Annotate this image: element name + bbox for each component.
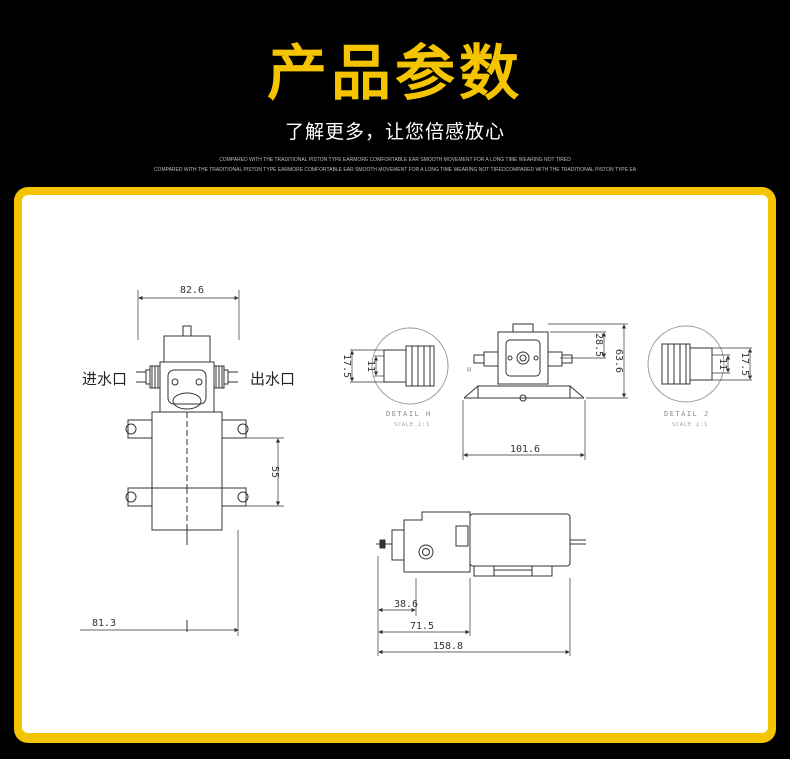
detail-j-scale: SCALE 2:1 bbox=[672, 422, 708, 428]
detail-h-dim-17-5: 17.5 bbox=[341, 354, 352, 378]
dim-71-5: 71.5 bbox=[410, 621, 434, 632]
top-view bbox=[463, 323, 585, 402]
inlet-nozzle bbox=[136, 369, 150, 385]
front-dimensions bbox=[80, 290, 284, 636]
dim-55: 55 bbox=[269, 466, 280, 478]
detail-h-scale: SCALE 2:1 bbox=[394, 422, 430, 428]
english-caption-1: COMPARED WITH THE TRADITIONAL PISTON TYP… bbox=[219, 157, 571, 163]
detail-h-thread bbox=[405, 345, 435, 387]
top-view-base bbox=[477, 385, 571, 399]
dim-158-8: 158.8 bbox=[433, 641, 463, 652]
side-view bbox=[376, 511, 586, 577]
side-feet bbox=[473, 566, 553, 577]
outlet-nozzle bbox=[224, 369, 238, 385]
top-fitting bbox=[182, 325, 192, 337]
detail-j-circle bbox=[647, 325, 725, 403]
detail-h-circle bbox=[371, 327, 449, 405]
detail-j-barb bbox=[689, 347, 713, 381]
inlet-label: 进水口 bbox=[82, 370, 127, 388]
dim-38-6: 38.6 bbox=[394, 599, 418, 610]
detail-h-barb bbox=[383, 349, 407, 383]
detail-j-dim-17-5: 17.5 bbox=[739, 352, 750, 376]
page-title: 产品参数 bbox=[267, 39, 523, 109]
pump-head bbox=[163, 335, 211, 363]
detail-j bbox=[647, 325, 753, 403]
side-dimensions bbox=[377, 556, 571, 656]
dim-63-6: 63.6 bbox=[613, 349, 624, 373]
marker-h: H bbox=[467, 366, 473, 374]
side-motor bbox=[469, 513, 571, 567]
detail-h-dim-11: 11 bbox=[365, 360, 376, 372]
dim-101-6: 101.6 bbox=[510, 444, 540, 455]
detail-j-label: DETAIL J bbox=[664, 410, 710, 418]
outlet-label: 出水口 bbox=[250, 370, 295, 388]
chamber-window bbox=[167, 369, 207, 405]
chamber-oval bbox=[172, 392, 202, 410]
detail-j-dim-11: 11 bbox=[717, 358, 728, 370]
detail-h-label: DETAIL H bbox=[386, 410, 432, 418]
detail-j-thread bbox=[661, 343, 691, 385]
dim-28-5: 28.5 bbox=[593, 333, 604, 357]
detail-h bbox=[349, 327, 449, 405]
english-caption-2: COMPARED WITH THE TRADITIONAL PISTON TYP… bbox=[153, 167, 637, 173]
page-subtitle: 了解更多，让您倍感放心 bbox=[284, 121, 505, 143]
dim-82-6: 82.6 bbox=[180, 285, 204, 296]
top-dimensions bbox=[462, 323, 628, 460]
dim-81-3: 81.3 bbox=[92, 618, 116, 629]
drawing-panel bbox=[22, 195, 768, 733]
front-view bbox=[125, 325, 249, 632]
